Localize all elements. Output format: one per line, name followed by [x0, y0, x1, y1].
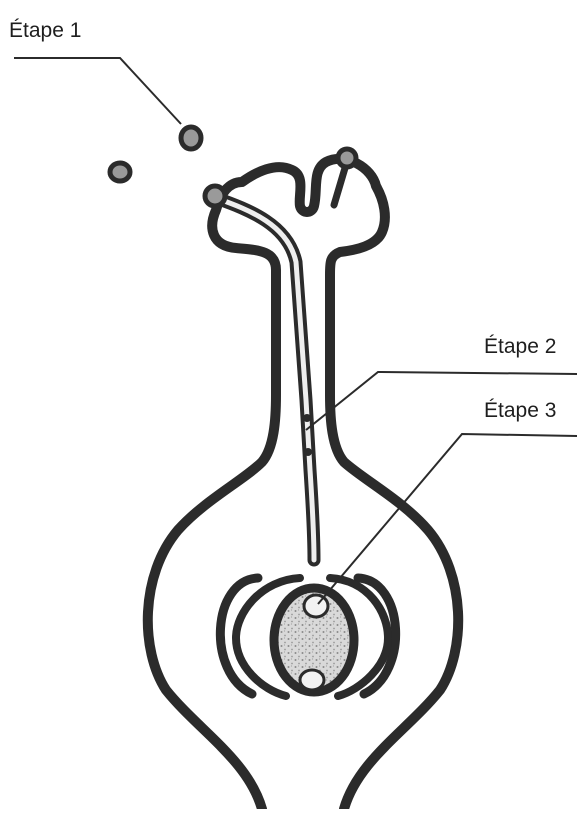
leader-line-step-1 [14, 58, 181, 124]
pollen-tube-short [334, 168, 345, 205]
pollen-grain-on-stigma-left [205, 186, 225, 206]
sperm-nucleus-upper [303, 414, 311, 422]
pollen-grain-free-lower [110, 163, 130, 181]
pollen-grain-on-stigma-right [338, 149, 356, 167]
pistil-outline [148, 159, 458, 809]
stigma-cleft [300, 206, 314, 212]
antipodal-cell [300, 670, 324, 690]
pollen-grain-free-upper [181, 127, 201, 149]
label-step-1: Étape 1 [9, 20, 81, 41]
label-step-3: Étape 3 [484, 400, 556, 421]
label-step-2: Étape 2 [484, 336, 556, 357]
egg-cell [304, 595, 328, 617]
sperm-nucleus-lower [304, 448, 312, 456]
